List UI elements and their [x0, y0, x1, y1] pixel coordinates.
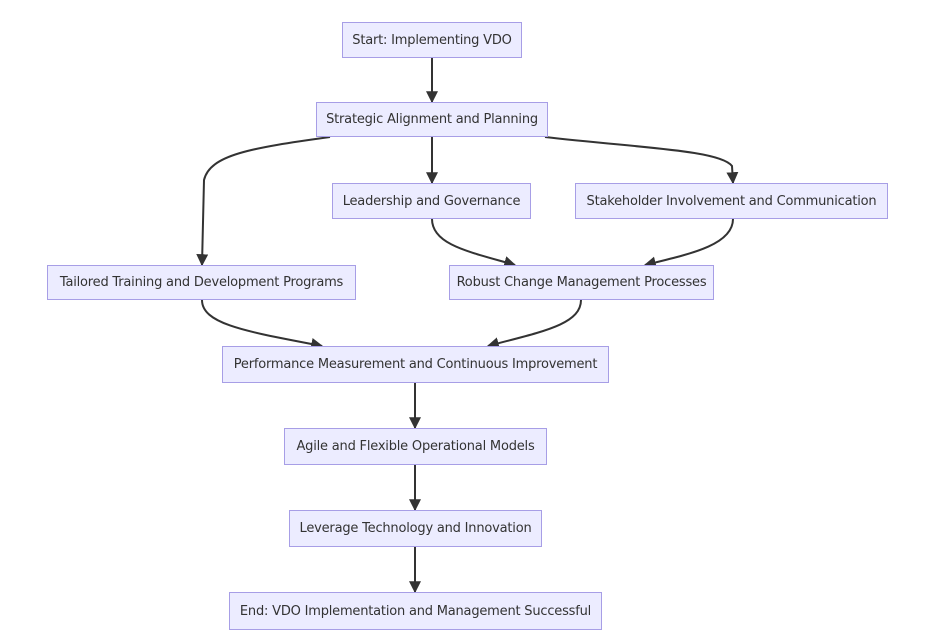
node-leverage-technology-label: Leverage Technology and Innovation: [299, 521, 532, 536]
node-end-label: End: VDO Implementation and Management S…: [239, 603, 592, 619]
node-end: End: VDO Implementation and Management S…: [229, 592, 602, 630]
node-tailored-training-label: Tailored Training and Development Progra…: [59, 275, 344, 290]
node-performance-measurement: Performance Measurement and Continuous I…: [222, 346, 609, 383]
node-stakeholder-involvement-label: Stakeholder Involvement and Communicatio…: [586, 193, 877, 209]
node-leverage-technology: Leverage Technology and Innovation: [289, 510, 542, 547]
node-change-management: Robust Change Management Processes: [449, 265, 714, 300]
node-change-management-label: Robust Change Management Processes: [456, 275, 707, 290]
edge-leadership-to-change: [431, 218, 517, 268]
node-leadership-governance: Leadership and Governance: [332, 183, 531, 219]
node-agile-operational-models: Agile and Flexible Operational Models: [284, 428, 547, 465]
node-performance-measurement-label: Performance Measurement and Continuous I…: [233, 357, 598, 372]
node-strategic-alignment-label: Strategic Alignment and Planning: [326, 112, 538, 127]
edge-strategic-to-training: [196, 136, 331, 267]
node-agile-operational-models-label: Agile and Flexible Operational Models: [296, 439, 535, 454]
node-start-label: Start: Implementing VDO: [352, 32, 512, 48]
edge-training-to-performance: [201, 299, 324, 350]
node-start: Start: Implementing VDO: [342, 22, 522, 58]
edge-stakeholder-to-change: [643, 218, 734, 269]
node-stakeholder-involvement: Stakeholder Involvement and Communicatio…: [575, 183, 888, 219]
edge-change-to-performance: [486, 299, 582, 349]
node-strategic-alignment: Strategic Alignment and Planning: [316, 102, 548, 137]
node-leadership-governance-label: Leadership and Governance: [342, 193, 521, 209]
node-tailored-training: Tailored Training and Development Progra…: [47, 265, 356, 300]
edge-strategic-to-stakeholder: [544, 136, 739, 185]
